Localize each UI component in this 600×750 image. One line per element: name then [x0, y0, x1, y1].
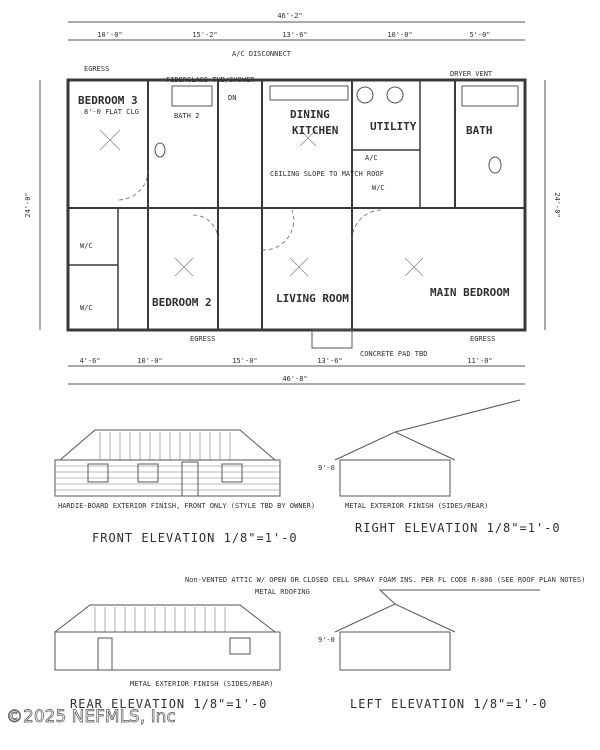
- left-elevation-title: LEFT ELEVATION 1/8"=1'-0: [350, 697, 547, 711]
- door-swings: [117, 169, 383, 251]
- front-window-1: [87, 463, 109, 483]
- front-elevation: HARDIE-BOARD EXTERIOR FINISH, FRONT ONLY…: [54, 429, 315, 545]
- front-window-2: [137, 463, 159, 483]
- floor-plan: 46'-2" 10'-0" 15'-2" 13'-6" 10'-0" 5'-0"…: [24, 12, 561, 385]
- rear-elevation: Non-VENTED ATTIC W/ OPEN OR CLOSED CELL …: [54, 576, 585, 711]
- left-wall: [339, 631, 451, 671]
- metal-roofing-note: METAL ROOFING: [255, 588, 310, 596]
- rear-door: [97, 637, 113, 671]
- top-dim-1: 10'-0": [97, 31, 122, 39]
- rear-window: [229, 637, 251, 655]
- room-bedroom-3: BEDROOM 3: [78, 94, 138, 107]
- bathtub: [171, 85, 213, 107]
- master-shower: [461, 85, 519, 107]
- right-plate-height: 9'-0: [318, 464, 335, 472]
- front-roof: [59, 429, 276, 461]
- room-wic-left: W/C: [80, 242, 93, 250]
- left-plate-height: 9'-0: [318, 636, 335, 644]
- right-wall: [339, 459, 451, 497]
- room-wic-utility: W/C: [372, 184, 385, 192]
- top-dim-5: 5'-0": [469, 31, 490, 39]
- front-window-3: [221, 463, 243, 483]
- attic-note: Non-VENTED ATTIC W/ OPEN OR CLOSED CELL …: [185, 576, 585, 584]
- exterior-walls: [66, 78, 527, 332]
- rear-elevation-title: REAR ELEVATION 1/8"=1'-0: [70, 697, 267, 711]
- toilet-bath: [488, 156, 502, 174]
- fiberglass-tub-note: FIBERGLASS TUB/SHOWER: [166, 76, 255, 84]
- washer: [356, 86, 374, 104]
- rear-roof-ribs: [94, 607, 226, 632]
- right-elevation-title: RIGHT ELEVATION 1/8"=1'-0: [355, 521, 561, 535]
- left-roof: [334, 603, 456, 633]
- ac-disconnect-note: A/C DISCONNECT: [232, 50, 292, 58]
- room-ac: A/C: [365, 154, 378, 162]
- front-roof-ribs: [99, 432, 231, 460]
- room-bedroom-2: BEDROOM 2: [152, 296, 212, 309]
- egress-bottom-left: EGRESS: [190, 335, 215, 343]
- right-leader-line: [394, 399, 521, 433]
- top-dim-2: 15'-2": [192, 31, 217, 39]
- room-bath: BATH: [466, 124, 493, 137]
- room-bath-2: BATH 2: [174, 112, 199, 120]
- dryer-vent-note: DRYER VENT: [450, 70, 493, 78]
- top-dim-3: 13'-6": [282, 31, 307, 39]
- left-leader-line: [378, 589, 540, 605]
- hardie-note: HARDIE-BOARD EXTERIOR FINISH, FRONT ONLY…: [58, 502, 315, 510]
- bottom-dim-1: 4'-6": [79, 357, 100, 365]
- dryer: [386, 86, 404, 104]
- bottom-dim-5: 11'-0": [467, 357, 492, 365]
- room-kitchen: KITCHEN: [292, 124, 338, 137]
- toilet-bath2: [154, 142, 166, 158]
- overall-depth-left: 24'-0": [24, 192, 32, 217]
- egress-bottom-right: EGRESS: [470, 335, 495, 343]
- rear-metal-note: METAL EXTERIOR FINISH (SIDES/REAR): [130, 680, 273, 688]
- concrete-pad-note: CONCRETE PAD TBD: [360, 350, 427, 358]
- interior-walls-upper: [147, 80, 456, 330]
- concrete-pad: [311, 329, 353, 349]
- room-dn: DN: [228, 94, 236, 102]
- ceiling-fans: [99, 129, 424, 277]
- left-elevation: 9'-0 LEFT ELEVATION 1/8"=1'-0: [318, 589, 547, 711]
- overall-depth-right: 24'-0": [553, 192, 561, 217]
- overall-width-label: 46'-2": [277, 12, 302, 20]
- closet-walls-left: [68, 208, 119, 330]
- bottom-dim-2: 10'-0": [137, 357, 162, 365]
- utility-walls: [352, 80, 421, 208]
- right-metal-note: METAL EXTERIOR FINISH (SIDES/REAR): [345, 502, 488, 510]
- bottom-dim-3: 15'-0": [232, 357, 257, 365]
- room-living: LIVING ROOM: [276, 292, 349, 305]
- interior-walls-lower: [147, 208, 353, 330]
- room-dining: DINING: [290, 108, 330, 121]
- room-main-bedroom: MAIN BEDROOM: [430, 286, 510, 299]
- bedroom3-ceiling: 8'-0 FLAT CLG: [84, 108, 139, 116]
- egress-top-note: EGRESS: [84, 65, 109, 73]
- front-siding-lines: [55, 465, 280, 491]
- room-wic-left-2: W/C: [80, 304, 93, 312]
- front-elevation-title: FRONT ELEVATION 1/8"=1'-0: [92, 531, 298, 545]
- front-door: [181, 461, 199, 497]
- overall-bottom-label: 46'-8": [282, 375, 307, 383]
- rear-wall: [54, 631, 281, 671]
- room-utility: UTILITY: [370, 120, 417, 133]
- top-dim-4: 10'-0": [387, 31, 412, 39]
- bottom-dim-4: 13'-6": [317, 357, 342, 365]
- kitchen-counter: [269, 85, 349, 101]
- ceiling-slope-note: CEILING SLOPE TO MATCH ROOF: [270, 170, 384, 178]
- right-roof: [334, 431, 456, 461]
- right-elevation: 9'-0 METAL EXTERIOR FINISH (SIDES/REAR) …: [318, 399, 561, 535]
- copyright-watermark: ©2025 NEFMLS, Inc: [6, 707, 176, 727]
- rear-roof: [54, 604, 276, 633]
